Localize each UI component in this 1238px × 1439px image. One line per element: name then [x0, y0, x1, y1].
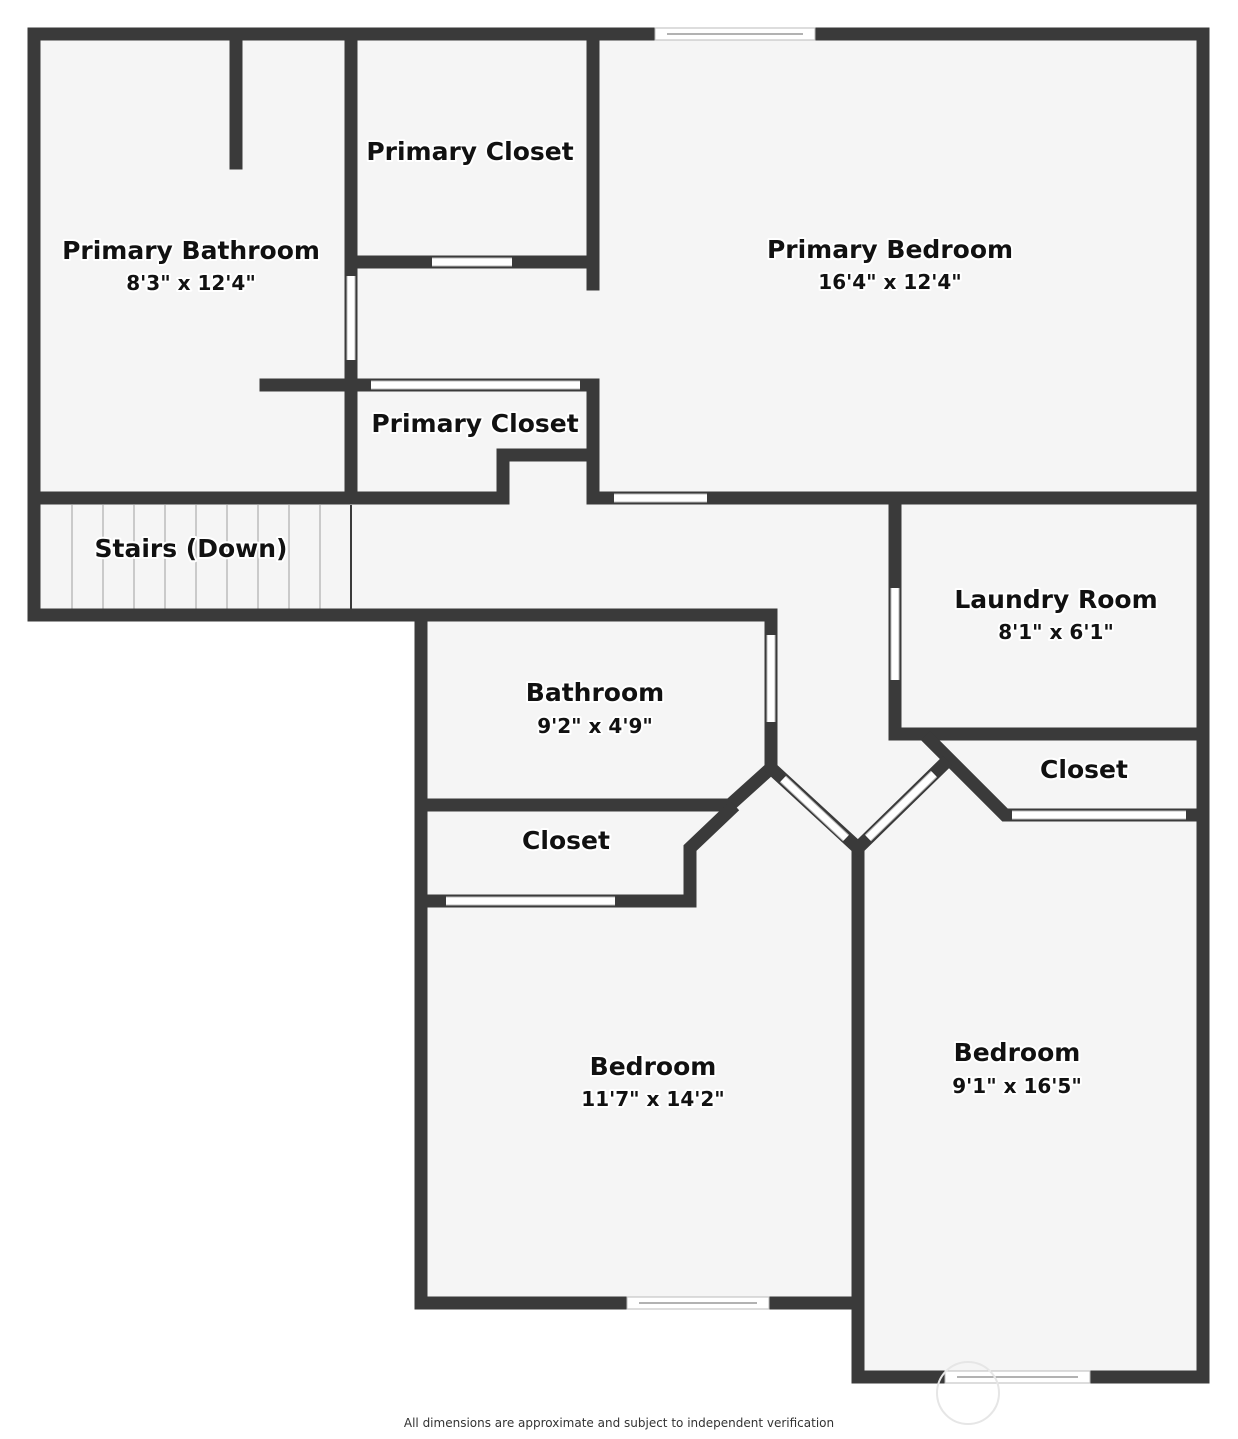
- room-name: Primary Bedroom: [767, 235, 1013, 264]
- room-name: Primary Bathroom: [62, 236, 320, 265]
- room-dims: 11'7" x 14'2": [581, 1087, 724, 1111]
- room-name: Bathroom: [526, 678, 664, 707]
- disclaimer-footer: All dimensions are approximate and subje…: [403, 1416, 835, 1430]
- room-name: Closet: [522, 826, 610, 855]
- windows: [626, 27, 1091, 1384]
- stairs-treads: [71, 505, 352, 609]
- room-laundry: Laundry Room 8'1" x 6'1": [952, 583, 1159, 646]
- room-name: Bedroom: [590, 1052, 717, 1081]
- room-primary-closet-2: Primary Closet: [369, 407, 580, 440]
- room-name: Laundry Room: [954, 585, 1157, 614]
- room-stairs: Stairs (Down): [93, 532, 290, 565]
- room-bathroom: Bathroom 9'2" x 4'9": [524, 676, 666, 740]
- doors: [346, 257, 1186, 906]
- room-closet-right: Closet: [1038, 753, 1130, 786]
- room-dims: 9'2" x 4'9": [537, 714, 653, 738]
- room-name: Stairs (Down): [95, 534, 288, 563]
- floor-area: [34, 34, 1203, 1377]
- room-name: Bedroom: [954, 1038, 1081, 1067]
- room-primary-bedroom: Primary Bedroom 16'4" x 12'4": [765, 233, 1015, 296]
- room-closet-left: Closet: [520, 824, 612, 857]
- room-primary-closet-1: Primary Closet: [364, 135, 575, 168]
- watermark-logo: [936, 1361, 1000, 1425]
- room-dims: 9'1" x 16'5": [952, 1074, 1082, 1098]
- room-bedroom-left: Bedroom 11'7" x 14'2": [579, 1050, 726, 1113]
- room-dims: 8'1" x 6'1": [998, 620, 1114, 644]
- room-dims: 16'4" x 12'4": [818, 270, 961, 294]
- room-bedroom-right: Bedroom 9'1" x 16'5": [950, 1036, 1084, 1100]
- room-dims: 8'3" x 12'4": [126, 271, 256, 295]
- room-name: Primary Closet: [371, 409, 578, 438]
- room-name: Primary Closet: [366, 137, 573, 166]
- room-name: Closet: [1040, 755, 1128, 784]
- room-primary-bathroom: Primary Bathroom 8'3" x 12'4": [60, 234, 322, 297]
